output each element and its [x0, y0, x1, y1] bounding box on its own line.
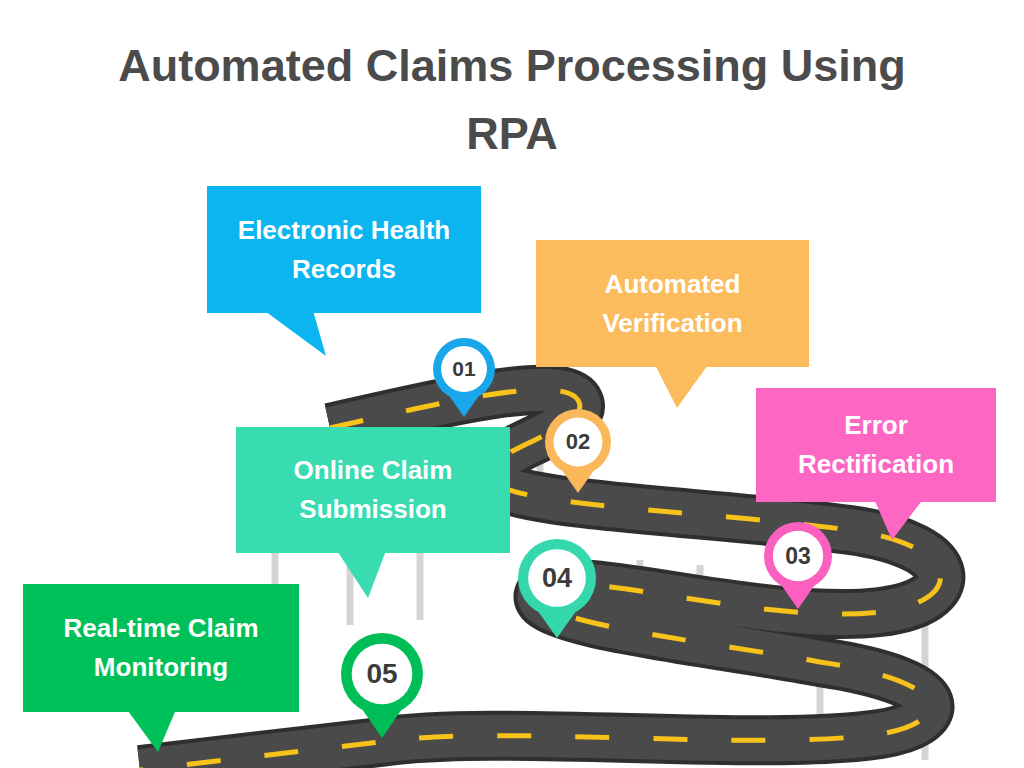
map-pin: 05 [341, 633, 423, 738]
map-pin: 03 [764, 522, 832, 609]
speech-bubble: Electronic Health Records [207, 186, 481, 313]
bubble-label: Error Rectification [770, 406, 982, 484]
pin-head [764, 522, 832, 590]
bubble-text-group: Real-time Claim Monitoring [37, 609, 285, 687]
bubble-text-group: Electronic Health Records [221, 211, 467, 289]
map-pin: 04 [518, 539, 596, 638]
pin-head [518, 539, 596, 617]
bubble-text-group: Online Claim Submission [250, 451, 496, 529]
map-pin: 01 [433, 338, 495, 417]
diagram-title: Automated Claims Processing Using RPA [92, 32, 932, 168]
bubble-text-group: Error Rectification [770, 406, 982, 484]
bubble-label: Real-time Claim Monitoring [37, 609, 285, 687]
callout-number: 02 [545, 409, 611, 475]
pin-head [545, 409, 611, 475]
callout-number: 05 [341, 633, 423, 715]
bubble-label: Electronic Health Records [221, 211, 467, 289]
pin-head [341, 633, 423, 715]
pin-head [433, 338, 495, 400]
speech-bubble: Real-time Claim Monitoring [23, 584, 299, 712]
callout-number: 04 [518, 539, 596, 617]
bubble-label: Online Claim Submission [250, 451, 496, 529]
speech-bubble: Error Rectification [756, 388, 996, 502]
callout-number: 01 [433, 338, 495, 400]
speech-bubble: Automated Verification [536, 240, 809, 367]
speech-bubble: Online Claim Submission [236, 427, 510, 553]
map-pin: 02 [545, 409, 611, 493]
bubble-label: Automated Verification [550, 265, 795, 343]
callout-number: 03 [764, 522, 832, 590]
bubble-text-group: Automated Verification [550, 265, 795, 343]
